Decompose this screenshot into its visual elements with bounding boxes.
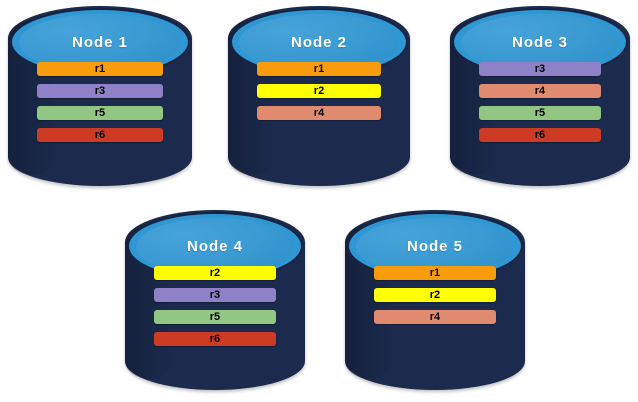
replica-bar[interactable]: r6 (153, 332, 277, 346)
replica-bar[interactable]: r2 (373, 288, 497, 302)
replica-bar[interactable]: r6 (37, 128, 163, 142)
node-4[interactable]: Node 4 r2 r3 r5 r6 (125, 210, 305, 390)
replica-list: r1 r3 r5 r6 (8, 62, 192, 142)
node-2[interactable]: Node 2 r1 r2 r4 (228, 6, 410, 186)
replica-bar[interactable]: r1 (257, 62, 381, 76)
replica-label: r2 (313, 84, 325, 97)
replica-label: r5 (209, 310, 221, 323)
replica-label: r1 (429, 266, 441, 279)
node-label: Node 1 (71, 33, 128, 51)
replica-label: r6 (534, 128, 546, 141)
replica-label: r3 (94, 84, 106, 97)
replica-bar[interactable]: r1 (37, 62, 163, 76)
node-3[interactable]: Node 3 r3 r4 r5 r6 (450, 6, 630, 186)
replica-bar[interactable]: r2 (153, 266, 277, 280)
replica-label: r2 (429, 288, 441, 301)
replica-bar[interactable]: r4 (373, 310, 497, 324)
replica-label: r3 (209, 288, 221, 301)
replica-label: r1 (313, 62, 325, 75)
node-1[interactable]: Node 1 r1 r3 r5 r6 (8, 6, 192, 186)
node-label: Node 3 (511, 33, 568, 51)
replica-bar[interactable]: r4 (478, 84, 602, 98)
replica-bar[interactable]: r4 (257, 106, 381, 120)
replica-bar[interactable]: r1 (373, 266, 497, 280)
replica-label: r1 (94, 62, 106, 75)
replica-list: r1 r2 r4 (345, 266, 525, 324)
replica-bar[interactable]: r5 (153, 310, 277, 324)
replica-label: r6 (94, 128, 106, 141)
replica-bar[interactable]: r6 (478, 128, 602, 142)
replica-bar[interactable]: r3 (153, 288, 277, 302)
replica-bar[interactable]: r2 (257, 84, 381, 98)
replica-bar[interactable]: r3 (37, 84, 163, 98)
replica-label: r5 (534, 106, 546, 119)
replica-bar[interactable]: r3 (478, 62, 602, 76)
node-label: Node 2 (290, 33, 347, 51)
node-label: Node 5 (406, 237, 463, 255)
replica-label: r6 (209, 332, 221, 345)
replica-list: r2 r3 r5 r6 (125, 266, 305, 346)
replica-bar[interactable]: r5 (478, 106, 602, 120)
replica-label: r4 (534, 84, 546, 97)
node-5[interactable]: Node 5 r1 r2 r4 (345, 210, 525, 390)
replica-label: r4 (429, 310, 441, 323)
replica-label: r3 (534, 62, 546, 75)
node-label: Node 4 (186, 237, 243, 255)
replica-label: r5 (94, 106, 106, 119)
replica-list: r3 r4 r5 r6 (450, 62, 630, 142)
replica-list: r1 r2 r4 (228, 62, 410, 120)
replica-label: r4 (313, 106, 325, 119)
replica-bar[interactable]: r5 (37, 106, 163, 120)
replica-label: r2 (209, 266, 221, 279)
